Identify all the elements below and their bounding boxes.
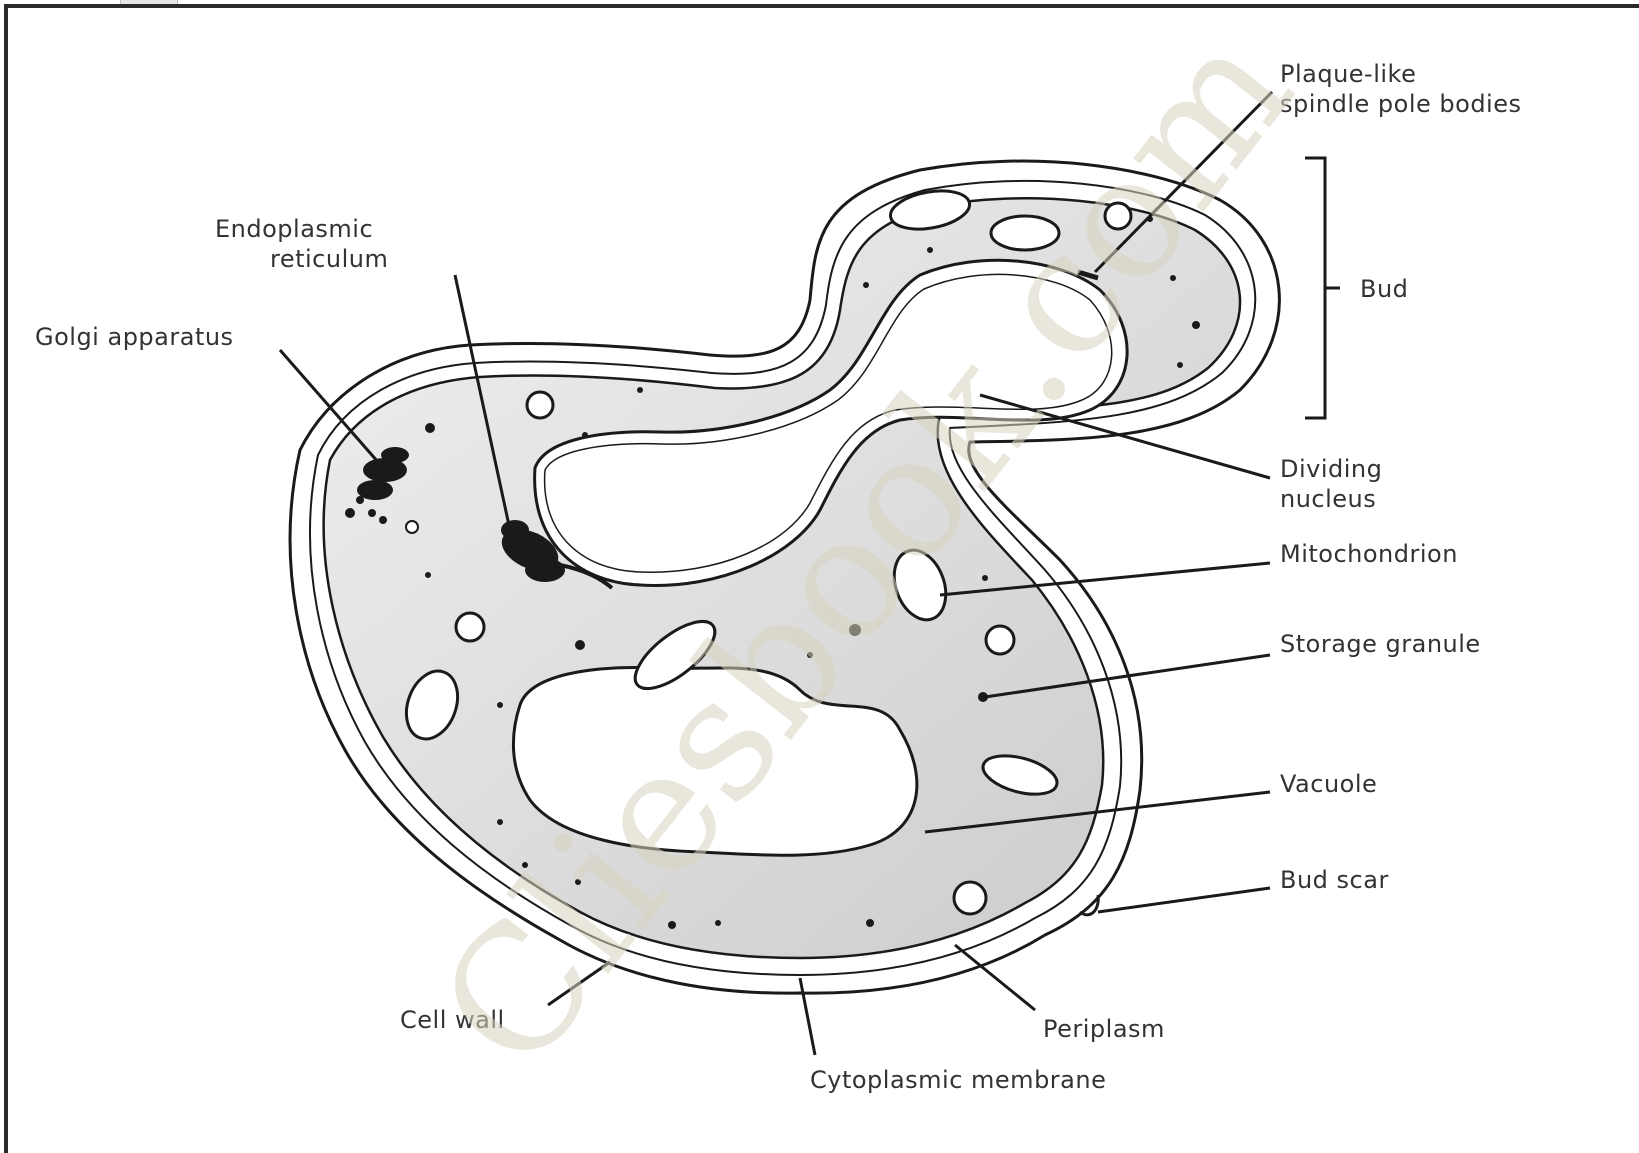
vesicle <box>954 882 986 914</box>
label-nucleus-2: nucleus <box>1280 485 1376 513</box>
label-cytoplasmic-membrane: Cytoplasmic membrane <box>810 1066 1106 1094</box>
label-bud-scar: Bud scar <box>1280 866 1389 894</box>
label-nucleus-1: Dividing <box>1280 455 1382 483</box>
label-mitochondrion: Mitochondrion <box>1280 540 1458 568</box>
label-periplasm: Periplasm <box>1043 1015 1165 1043</box>
vesicle <box>986 626 1014 654</box>
label-golgi: Golgi apparatus <box>35 323 234 351</box>
vesicle <box>406 521 418 533</box>
label-er-1: Endoplasmic <box>215 215 373 243</box>
label-vacuole: Vacuole <box>1280 770 1377 798</box>
vesicle <box>527 392 553 418</box>
vesicle <box>456 613 484 641</box>
label-bud: Bud <box>1360 275 1408 303</box>
label-plaque-1: Plaque-like <box>1280 60 1416 88</box>
label-er-2: reticulum <box>270 245 388 273</box>
label-storage-granule: Storage granule <box>1280 630 1481 658</box>
